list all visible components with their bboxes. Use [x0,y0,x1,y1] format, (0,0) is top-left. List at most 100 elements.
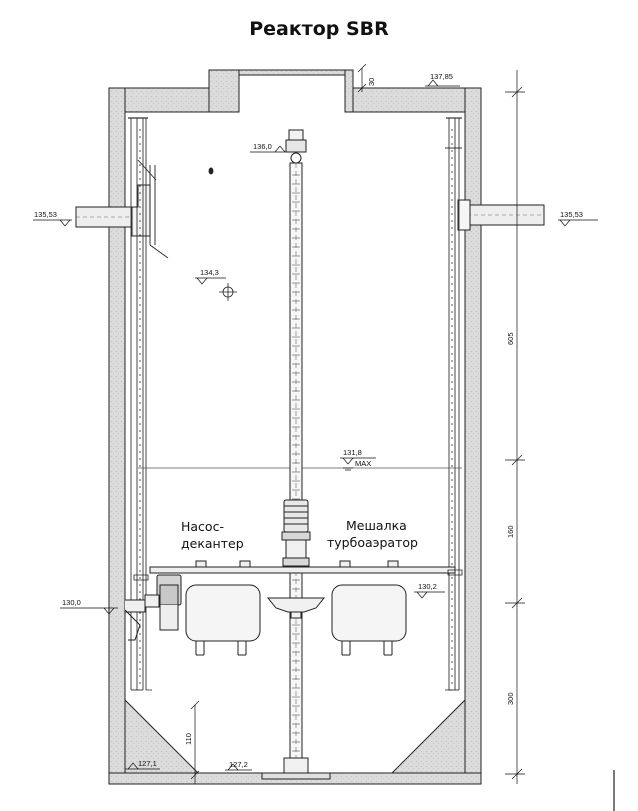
pipe-dot [451,409,453,411]
pipe-dot [451,682,453,684]
pipe-dot [451,598,453,600]
pipe-dot [451,157,453,159]
pipe-dot [451,563,453,565]
pipe-dot [139,577,141,579]
pipe-dot [139,661,141,663]
pipe-dot [139,668,141,670]
pipe-dot [451,612,453,614]
pipe-dot [451,297,453,299]
pipe-dot [451,381,453,383]
pipe-dot [451,444,453,446]
pipe-dot [139,381,141,383]
left-pipe-dots [139,129,141,684]
dim-middle: 160 [506,525,515,538]
pipe-dot [451,129,453,131]
dimension-chain-right [505,70,525,784]
pipe-dot [139,514,141,516]
pipe-dot [451,339,453,341]
pipe-dot [451,458,453,460]
pipe-dot [139,563,141,565]
pipe-dot [139,556,141,558]
pipe-dot [451,395,453,397]
pipe-dot [139,269,141,271]
pipe-dot [139,157,141,159]
base-plate [261,772,331,780]
pipe-dot [451,171,453,173]
mixer-label-line2: турбоаэратор [327,535,418,550]
pipe-dot [451,626,453,628]
pipe-dot [139,619,141,621]
decanter-pump-label-line2: декантер [181,536,244,551]
dim-bottom: 110 [184,733,193,745]
pipe-dot [451,269,453,271]
pipe-dot [451,136,453,138]
pipe-dot [139,164,141,166]
pipe-dot [451,661,453,663]
pipe-dot [139,409,141,411]
pipe-dot [139,353,141,355]
pipe-dot [139,276,141,278]
pipe-dot [139,493,141,495]
turbo-aerator-impeller [266,597,326,619]
level-inlet: 135,53 [34,210,57,219]
pipe-dot [451,451,453,453]
level-mark-bottom-center [225,763,252,771]
blower-tank-left [185,584,261,656]
mixer-motor [281,499,311,567]
pipe-dot [139,367,141,369]
pipe-dot [139,430,141,432]
pipe-dot [139,171,141,173]
pipe-dot [451,178,453,180]
pipe-dot [139,640,141,642]
vent-fitting [137,159,214,259]
level-mixer-top: 136,0 [253,142,272,151]
pipe-dot [451,619,453,621]
pipe-dot [139,675,141,677]
pipe-dot [139,143,141,145]
pipe-dot [451,304,453,306]
inlet-pipe [75,184,151,237]
pipe-dot [451,591,453,593]
pipe-dot [451,416,453,418]
pipe-dot [451,640,453,642]
pipe-dot [139,465,141,467]
pipe-dot [451,528,453,530]
pipe-dot [139,416,141,418]
pipe-dot [139,591,141,593]
pipe-dot [451,227,453,229]
pipe-dot [139,521,141,523]
pipe-dot [451,206,453,208]
pipe-dot [139,633,141,635]
pipe-dot [139,486,141,488]
pipe-dot [139,500,141,502]
pipe-dot [451,283,453,285]
pipe-dot [139,402,141,404]
pipe-dot [139,458,141,460]
level-mark-right-mid [414,591,445,599]
pipe-dot [451,318,453,320]
pipe-dot [451,150,453,152]
pipe-dot [139,374,141,376]
pipe-dot [139,227,141,229]
pipe-dot [139,332,141,334]
pipe-dot [139,262,141,264]
pipe-dot [139,318,141,320]
pipe-dot [451,374,453,376]
pipe-dot [451,654,453,656]
right-pipe-dots [451,129,453,684]
pipe-dot [139,129,141,131]
pipe-dot [451,164,453,166]
pipe-dot [139,213,141,215]
pipe-dot [139,220,141,222]
level-mark-mixer-top [250,145,286,153]
pipe-dot [451,577,453,579]
pipe-dot [451,423,453,425]
pipe-dot [451,668,453,670]
decanter-riser-pipe [128,117,148,691]
diagram-title: Реактор SBR [249,18,389,40]
pipe-dot [451,493,453,495]
mixer-shaft [285,129,307,776]
pipe-dot [451,479,453,481]
pipe-dot [139,395,141,397]
